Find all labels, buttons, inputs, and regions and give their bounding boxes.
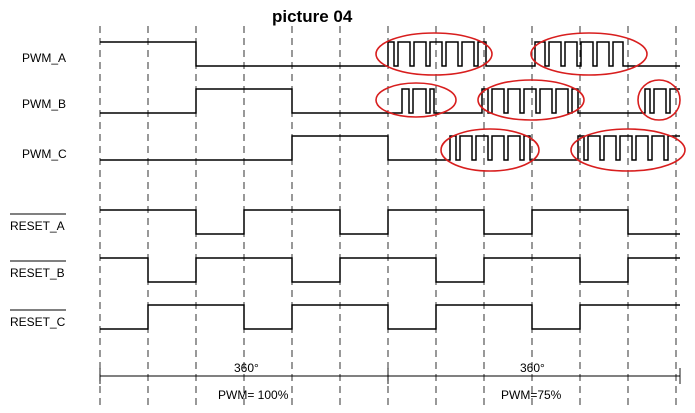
signal-label-pwm-c: PWM_C: [22, 147, 67, 161]
signal-label-reset-b: RESET_B: [10, 266, 65, 280]
phase-divider-lines: [99, 26, 681, 405]
highlight-ellipse-pwm-b-1: [375, 82, 457, 118]
pwm-label-1: PWM= 100%: [218, 388, 289, 402]
waveform-reset-b: [100, 257, 680, 283]
waveform-reset-a: [100, 209, 680, 235]
signal-label-reset-a: RESET_A: [10, 219, 65, 233]
waveform-reset-c: [100, 304, 680, 330]
signal-label-reset-c: RESET_C: [10, 315, 66, 329]
waveform-pwm-a: [100, 41, 680, 67]
highlight-ellipse-pwm-b-2: [477, 79, 585, 121]
signal-label-pwm-a: PWM_A: [22, 51, 66, 65]
waveform-pwm-b: [100, 88, 680, 114]
highlight-ellipse-pwm-a-2: [530, 32, 648, 76]
angle-label-1: 360°: [234, 361, 259, 375]
highlight-ellipse-pwm-b-3: [637, 79, 681, 121]
highlight-ellipse-pwm-c-1: [440, 128, 540, 172]
diagram-title: picture 04: [272, 7, 353, 26]
highlight-ellipse-pwm-a-1: [375, 32, 493, 76]
angle-label-2: 360°: [520, 361, 545, 375]
pwm-label-2: PWM=75%: [501, 388, 562, 402]
signal-label-pwm-b: PWM_B: [22, 97, 66, 111]
highlight-ellipse-pwm-c-2: [570, 128, 686, 172]
waveform-pwm-c: [100, 135, 680, 161]
